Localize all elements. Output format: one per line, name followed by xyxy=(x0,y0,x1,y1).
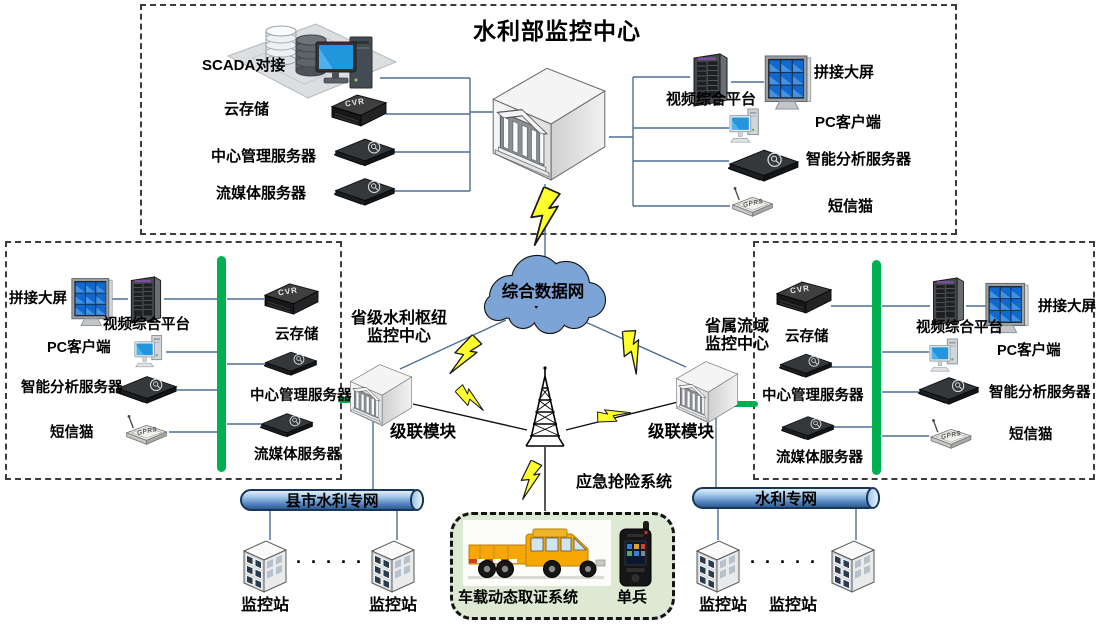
sms-modem-label: 短信猫 xyxy=(50,425,94,441)
monitor-station-label: 监控站 xyxy=(368,597,417,614)
streaming-server-label: 流媒体服务器 xyxy=(776,450,863,466)
cascade-module-label: 级联模块 xyxy=(648,423,714,441)
right-network-bus xyxy=(872,260,881,475)
scada-label: SCADA对接 xyxy=(202,57,286,74)
pc-client-label: PC客户端 xyxy=(997,343,1061,359)
county-network-label: 县市水利专网 xyxy=(285,493,379,510)
basin-center-title-line2: 监控中心 xyxy=(704,336,769,354)
bolt-cloud-right xyxy=(613,325,653,377)
right-subsystem-region xyxy=(753,241,1095,480)
provincial-hub-building-icon xyxy=(350,364,412,427)
center-mgmt-server-label: 中心管理服务器 xyxy=(211,148,317,165)
video-platform-label: 视频综合平台 xyxy=(916,320,1003,336)
emergency-system-title: 应急抢险系统 xyxy=(576,474,673,491)
monitor-station-label: 监控站 xyxy=(240,597,289,614)
cloud-storage-label: 云存储 xyxy=(785,329,829,345)
diagram-title: 水利部监控中心 xyxy=(473,18,641,44)
more-stations-dots: · · · · · xyxy=(296,552,364,572)
video-wall-label: 拼接大屏 xyxy=(1038,299,1096,315)
streaming-server-label: 流媒体服务器 xyxy=(216,185,307,202)
green-link-stubs xyxy=(338,397,758,407)
streaming-server-label: 流媒体服务器 xyxy=(254,447,341,463)
pc-client-label: PC客户端 xyxy=(815,114,881,131)
monitor-station-icon xyxy=(831,540,875,593)
provincial-hub-title-line2: 监控中心 xyxy=(366,328,431,346)
county-network-pipe: 县市水利专网 xyxy=(240,489,424,511)
monitor-station-label: 监控站 xyxy=(768,597,817,614)
basin-center-title: 省属流域 监控中心 xyxy=(682,318,792,355)
basin-center-building-icon xyxy=(676,361,738,424)
cascade-module-label: 级联模块 xyxy=(390,423,456,441)
analysis-server-label: 智能分析服务器 xyxy=(21,380,123,396)
provincial-network-label: 水利专网 xyxy=(754,491,817,508)
center-mgmt-server-label: 中心管理服务器 xyxy=(762,388,864,404)
video-platform-label: 视频综合平台 xyxy=(103,317,190,333)
cloud-label: 综合数据网 xyxy=(501,283,585,301)
analysis-server-label: 智能分析服务器 xyxy=(806,151,912,168)
individual-soldier-label: 单兵 xyxy=(617,589,648,606)
video-wall-label: 拼接大屏 xyxy=(9,291,67,307)
provincial-hub-title-line1: 省级水利枢纽 xyxy=(350,310,447,327)
analysis-server-label: 智能分析服务器 xyxy=(989,385,1091,401)
basin-center-title-line1: 省属流域 xyxy=(704,318,769,335)
left-network-bus xyxy=(217,256,226,472)
vehicle-evidence-label: 车载动态取证系统 xyxy=(458,589,579,606)
cloud-storage-label: 云存储 xyxy=(275,327,319,343)
pipe-end-cap xyxy=(410,489,424,511)
pipe-end-cap xyxy=(866,487,880,509)
monitor-station-icon xyxy=(371,540,415,593)
more-stations-dots: · · · · · xyxy=(750,552,818,572)
wireless-links xyxy=(412,401,679,511)
monitor-station-icon xyxy=(243,540,287,593)
bolt-tower-right xyxy=(593,400,633,429)
radio-tower-icon xyxy=(525,366,565,447)
monitor-station-icon xyxy=(696,540,740,593)
video-platform-label: 视频综合平台 xyxy=(666,91,757,108)
provincial-hub-title: 省级水利枢纽 监控中心 xyxy=(344,310,454,347)
provincial-network-pipe: 水利专网 xyxy=(692,487,880,509)
center-mgmt-server-label: 中心管理服务器 xyxy=(250,388,352,404)
cloud-storage-label: 云存储 xyxy=(224,101,270,118)
monitor-station-label: 监控站 xyxy=(698,597,747,614)
left-subsystem-region xyxy=(5,241,342,480)
sms-modem-label: 短信猫 xyxy=(1009,427,1053,443)
pc-client-label: PC客户端 xyxy=(47,340,111,356)
bolt-tower-left xyxy=(451,382,490,414)
bolt-tower-down xyxy=(518,459,543,502)
sms-modem-label: 短信猫 xyxy=(828,198,874,215)
video-wall-label: 拼接大屏 xyxy=(814,64,875,81)
